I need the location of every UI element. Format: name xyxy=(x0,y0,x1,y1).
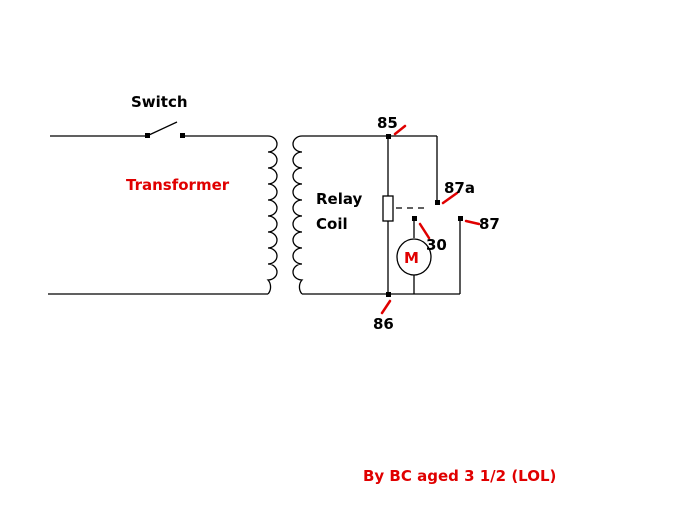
motor-symbol xyxy=(396,238,432,276)
switch-contact-right xyxy=(180,133,185,138)
pin-87-label: 87 xyxy=(479,215,500,233)
relay-label: Relay xyxy=(316,190,363,208)
switch-contact-left xyxy=(145,133,150,138)
secondary-winding xyxy=(292,135,304,295)
credit-text: By BC aged 3 1/2 (LOL) xyxy=(363,467,556,485)
terminal-30 xyxy=(412,216,417,221)
transformer xyxy=(266,135,304,295)
marker-85 xyxy=(393,124,407,136)
pin-85-label: 85 xyxy=(377,114,398,132)
terminal-87 xyxy=(458,216,463,221)
pin-markers xyxy=(380,124,481,315)
terminal-85 xyxy=(386,134,391,139)
marker-87 xyxy=(464,219,481,226)
motor-label: M xyxy=(404,249,419,267)
primary-circuit xyxy=(48,121,268,295)
switch-blade xyxy=(148,121,178,136)
pin-30-label: 30 xyxy=(426,236,447,254)
coil-label: Coil xyxy=(316,215,348,233)
primary-winding xyxy=(266,135,278,295)
marker-30 xyxy=(418,222,431,240)
terminal-87a xyxy=(435,200,440,205)
transformer-label: Transformer xyxy=(126,176,230,194)
marker-86 xyxy=(380,299,392,315)
pin-87a-label: 87a xyxy=(444,179,475,197)
marker-87a xyxy=(441,191,459,205)
terminal-86 xyxy=(386,292,391,297)
switch-label: Switch xyxy=(131,93,188,111)
pin-86-label: 86 xyxy=(373,315,394,333)
relay-coil-symbol xyxy=(382,195,394,222)
secondary-circuit xyxy=(302,134,463,297)
